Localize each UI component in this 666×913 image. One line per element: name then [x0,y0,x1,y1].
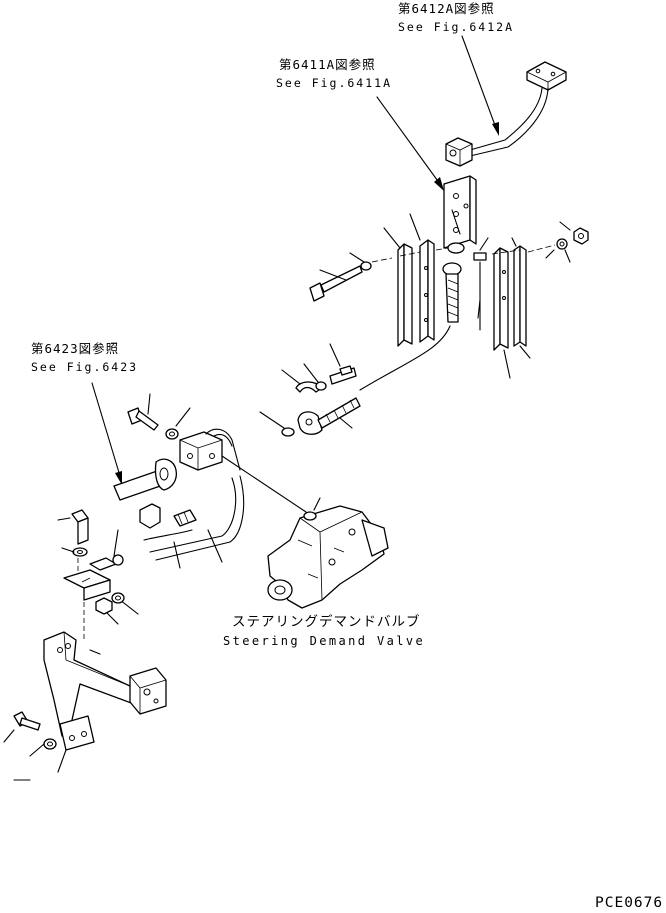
reference-fig-6412a[interactable]: 第6412A図参照 See Fig.6412A [398,1,514,34]
leader-lines-middle [147,343,353,429]
valve-bracket-plate [443,175,477,249]
bottom-bolt-washer [3,711,67,781]
leader-lines-lower [105,497,321,625]
shaft-clamp [113,458,178,501]
drawing-code: PCE0676 [595,895,663,911]
component-label-en: Steering Demand Valve [223,634,425,648]
side-plates-right [493,245,527,351]
reference-fig-6411a[interactable]: 第6411A図参照 See Fig.6411A [276,57,392,90]
reference-fig-6423-en: See Fig.6423 [31,360,138,374]
component-label-ja: ステアリングデマンドバルブ [232,613,421,630]
reference-fig-6412a-en: See Fig.6412A [398,20,514,34]
long-bolt [309,261,372,302]
right-nut-washer [556,227,589,250]
reference-fig-6423-ja: 第6423図参照 [31,341,119,356]
center-rod-spring [442,242,487,331]
pedal-assembly [445,61,567,167]
lever-bolt-block [127,407,241,471]
clevis-rod-assembly [281,365,361,437]
lower-lever-rod [139,475,245,561]
reference-fig-6423[interactable]: 第6423図参照 See Fig.6423 [31,341,138,374]
main-bracket [43,631,167,751]
reference-fig-6411a-ja: 第6411A図参照 [279,57,376,72]
steering-demand-valve [267,505,389,609]
side-plates-left [397,239,435,347]
component-label-steering-demand-valve[interactable]: ステアリングデマンドバルブ Steering Demand Valve [223,613,425,648]
upper-left-bolt [57,509,89,557]
small-bracket-plate [63,554,124,601]
reference-arrows [91,35,499,485]
leader-lines-top [319,209,571,379]
reference-fig-6411a-en: See Fig.6411A [276,76,392,90]
control-link-line [221,455,307,513]
link-rod [359,325,451,391]
nut-washer-lower [95,592,125,615]
reference-fig-6412a-ja: 第6412A図参照 [398,1,495,16]
